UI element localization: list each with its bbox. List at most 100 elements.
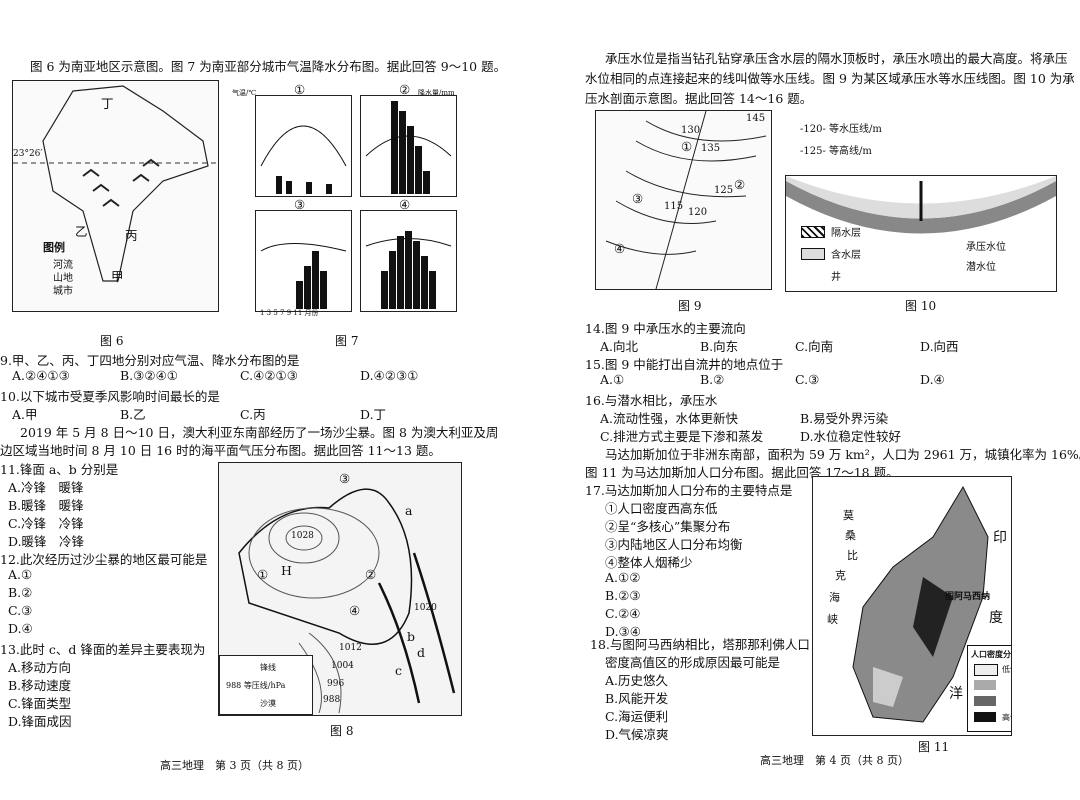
ocean-label: 印 — [993, 530, 1007, 546]
isobar-label: 1020 — [414, 603, 437, 613]
option: D.气候凉爽 — [605, 727, 669, 742]
question-15: 15.图 9 中能打出自流井的地点位于 — [585, 357, 784, 372]
page-footer: 高三地理 第 4 页（共 8 页） — [760, 754, 909, 767]
option: C.排泄方式主要是下渗和蒸发 — [600, 429, 764, 444]
isobar-label: 1028 — [291, 531, 314, 541]
option: B.②③ — [605, 588, 641, 603]
ocean-label: 度 — [989, 610, 1003, 626]
intro-text: 马达加斯加位于非洲东南部，面积为 59 万 km²，人口为 2961 万，城镇化… — [605, 447, 1080, 462]
option: A.①② — [605, 570, 641, 585]
statement: ④整体人烟稀少 — [605, 555, 693, 570]
option: A.甲 — [12, 407, 38, 422]
option: D.④②③① — [360, 368, 419, 383]
figure-11-population-map: 莫 桑 比 克 海 峡 印 度 图阿马西纳 人口密度分布数值 低值 高值 洋 — [812, 476, 1012, 736]
figure-11-caption: 图 11 — [918, 740, 950, 754]
option: B.暖锋 暖锋 — [8, 498, 84, 513]
option: B.乙 — [120, 407, 146, 422]
isobar-label: 1004 — [331, 661, 354, 671]
latitude-label: 23°26′ — [13, 149, 43, 159]
figure-8-caption: 图 8 — [330, 724, 354, 738]
isobar-label: 996 — [327, 679, 345, 689]
legend-phreatic-level: 潜水位 — [966, 262, 996, 273]
question-10: 10.以下城市受夏季风影响时间最长的是 — [0, 389, 220, 404]
figure-6-caption: 图 6 — [100, 334, 124, 348]
option: B.风能开发 — [605, 691, 669, 706]
option: C.④②①③ — [240, 368, 298, 383]
option: D.③④ — [605, 624, 641, 639]
question-14: 14.图 9 中承压水的主要流向 — [585, 321, 746, 336]
front-a: a — [405, 503, 413, 518]
isoline-label: 125 — [714, 185, 734, 196]
intro-text: 边区域当地时间 8 月 10 日 16 时的海平面气压分布图。据此回答 11～1… — [0, 443, 441, 458]
site-3: ③ — [632, 191, 644, 206]
isoline-label: 130 — [681, 125, 701, 136]
site-1: ① — [257, 567, 269, 582]
front-b: b — [407, 629, 416, 644]
front-c: c — [395, 663, 403, 678]
option: D.向西 — [920, 339, 959, 354]
isoline-label: 135 — [701, 143, 721, 154]
legend-high: 高值 — [1002, 713, 1011, 722]
question-18: 18.与图阿马西纳相比，塔那那利佛人口 — [590, 637, 810, 652]
option: D.④ — [920, 372, 945, 387]
isobar-label: 988 — [323, 695, 341, 705]
temp-unit: 气温/℃ — [232, 89, 257, 97]
legend-isopiestic: -120- 等水压线/m — [800, 124, 882, 135]
label-char: 莫 — [843, 509, 854, 522]
question-17: 17.马达加斯加人口分布的主要特点是 — [585, 483, 793, 498]
label-char: 海 — [829, 591, 840, 604]
option: A.① — [8, 567, 33, 582]
label-char: 峡 — [827, 613, 838, 626]
option: C.③ — [8, 603, 33, 618]
question-16: 16.与潜水相比，承压水 — [585, 393, 718, 408]
figure-9-isopiestic-map: 145 130 135 125 115 120 ① ② ③ ④ — [595, 110, 772, 290]
figure-7-caption: 图 7 — [335, 334, 359, 348]
climate-chart-4: ④ — [360, 197, 457, 312]
front-d: d — [417, 645, 426, 660]
legend-aquiclude: 隔水层 — [831, 228, 861, 239]
option: A.②④①③ — [12, 368, 70, 383]
question-11: 11.锋面 a、b 分别是 — [0, 462, 119, 477]
option: D.锋面成因 — [8, 714, 72, 729]
intro-text: 压水剖面示意图。据此回答 14～16 题。 — [585, 91, 813, 106]
legend-contour: -125- 等高线/m — [800, 146, 872, 157]
city-toamasina: 图阿马西纳 — [945, 592, 991, 602]
option: D.水位稳定性较好 — [800, 429, 902, 444]
option: A.向北 — [600, 339, 639, 354]
option: B.易受外界污染 — [800, 411, 889, 426]
option: D.丁 — [360, 407, 387, 422]
intro-text: 2019 年 5 月 8 日～10 日，澳大利亚东南部经历了一场沙尘暴。图 8 … — [20, 425, 499, 440]
question-9: 9.甲、乙、丙、丁四地分别对应气温、降水分布图的是 — [0, 353, 300, 368]
option: B.③②④① — [120, 368, 178, 383]
climate-chart-1: ① — [255, 82, 352, 197]
option: A.历史悠久 — [605, 673, 669, 688]
label-char: 比 — [847, 549, 858, 562]
statement: ③内陆地区人口分布均衡 — [605, 537, 743, 552]
site-3: ③ — [339, 471, 351, 486]
climate-chart-2: ② — [360, 82, 457, 197]
high-pressure-label: H — [281, 563, 292, 578]
figure-10-caption: 图 10 — [905, 299, 937, 313]
option: B.向东 — [700, 339, 739, 354]
label-char: 桑 — [845, 529, 856, 542]
site-1: ① — [681, 139, 693, 154]
option: C.③ — [795, 372, 820, 387]
option: B.移动速度 — [8, 678, 72, 693]
site-2: ② — [734, 177, 746, 192]
precip-unit: 降水量/mm — [418, 89, 455, 97]
intro-text: 水位相同的点连接起来的线叫做等水压线。图 9 为某区域承压水等水压线图。图 10… — [585, 71, 1075, 86]
chart-number: ④ — [399, 197, 411, 212]
figure-6-map: 23°26′ 乙 丙 甲 丁 图例 河流 山地 城市 — [12, 80, 219, 312]
question-12: 12.此次经历过沙尘暴的地区最可能是 — [0, 552, 208, 567]
question-18-cont: 密度高值区的形成原因最可能是 — [605, 655, 781, 670]
figure-8-legend: 锋线 988 等压线/hPa 沙漠 — [219, 655, 313, 715]
figure-9-caption: 图 9 — [678, 299, 702, 313]
legend-mountain: 山地 — [53, 273, 73, 284]
site-4: ④ — [614, 241, 626, 256]
option: A.流动性强，水体更新快 — [600, 411, 739, 426]
place-yi: 乙 — [75, 224, 88, 239]
chart-number: ③ — [294, 197, 306, 212]
question-13: 13.此时 c、d 锋面的差异主要表现为 — [0, 642, 206, 657]
option: B.② — [700, 372, 725, 387]
